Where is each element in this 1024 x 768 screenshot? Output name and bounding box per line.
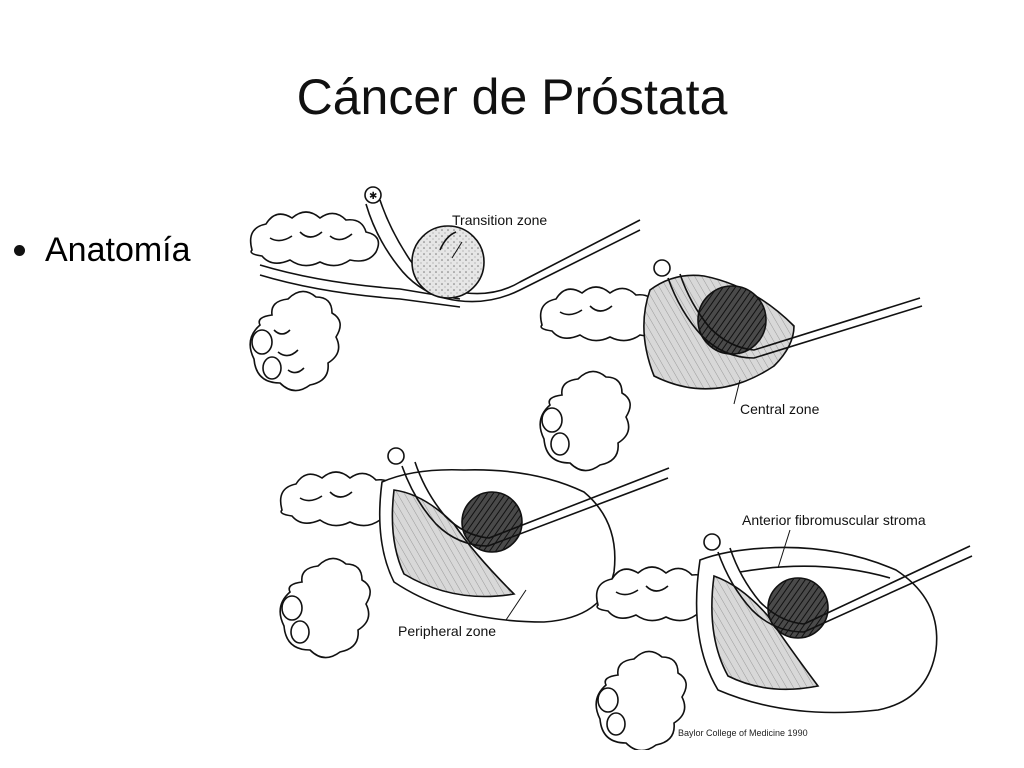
label-transition-zone: Transition zone xyxy=(452,212,547,228)
panel-transition-zone: ✱ Transition zone xyxy=(249,186,641,392)
prostate-anatomy-figure: ✱ Transition zone Central zone xyxy=(230,180,990,750)
transition-zone-sphere xyxy=(411,225,485,299)
bullet-item-anatomia: Anatomía xyxy=(14,224,191,276)
label-anterior-stroma: Anterior fibromuscular stroma xyxy=(742,512,926,528)
svg-text:✱: ✱ xyxy=(369,191,377,202)
slide-title: Cáncer de Próstata xyxy=(296,69,728,125)
prostate-zones-illustration: ✱ Transition zone Central zone xyxy=(249,186,973,750)
panel-peripheral-zone: Peripheral zone xyxy=(279,447,670,659)
panel-central-zone: Central zone xyxy=(539,259,923,472)
label-peripheral-zone: Peripheral zone xyxy=(398,623,496,639)
bullet-list: Anatomía xyxy=(14,224,191,276)
figure-credit: Baylor College of Medicine 1990 xyxy=(678,728,808,738)
label-central-zone: Central zone xyxy=(740,401,820,417)
panel-anterior-stroma: Anterior fibromuscular stroma Baylor Col… xyxy=(595,512,973,750)
bullet-text: Anatomía xyxy=(45,231,191,269)
seminal-vesicle-upper xyxy=(249,211,380,267)
bullet-dot-icon xyxy=(14,244,25,256)
